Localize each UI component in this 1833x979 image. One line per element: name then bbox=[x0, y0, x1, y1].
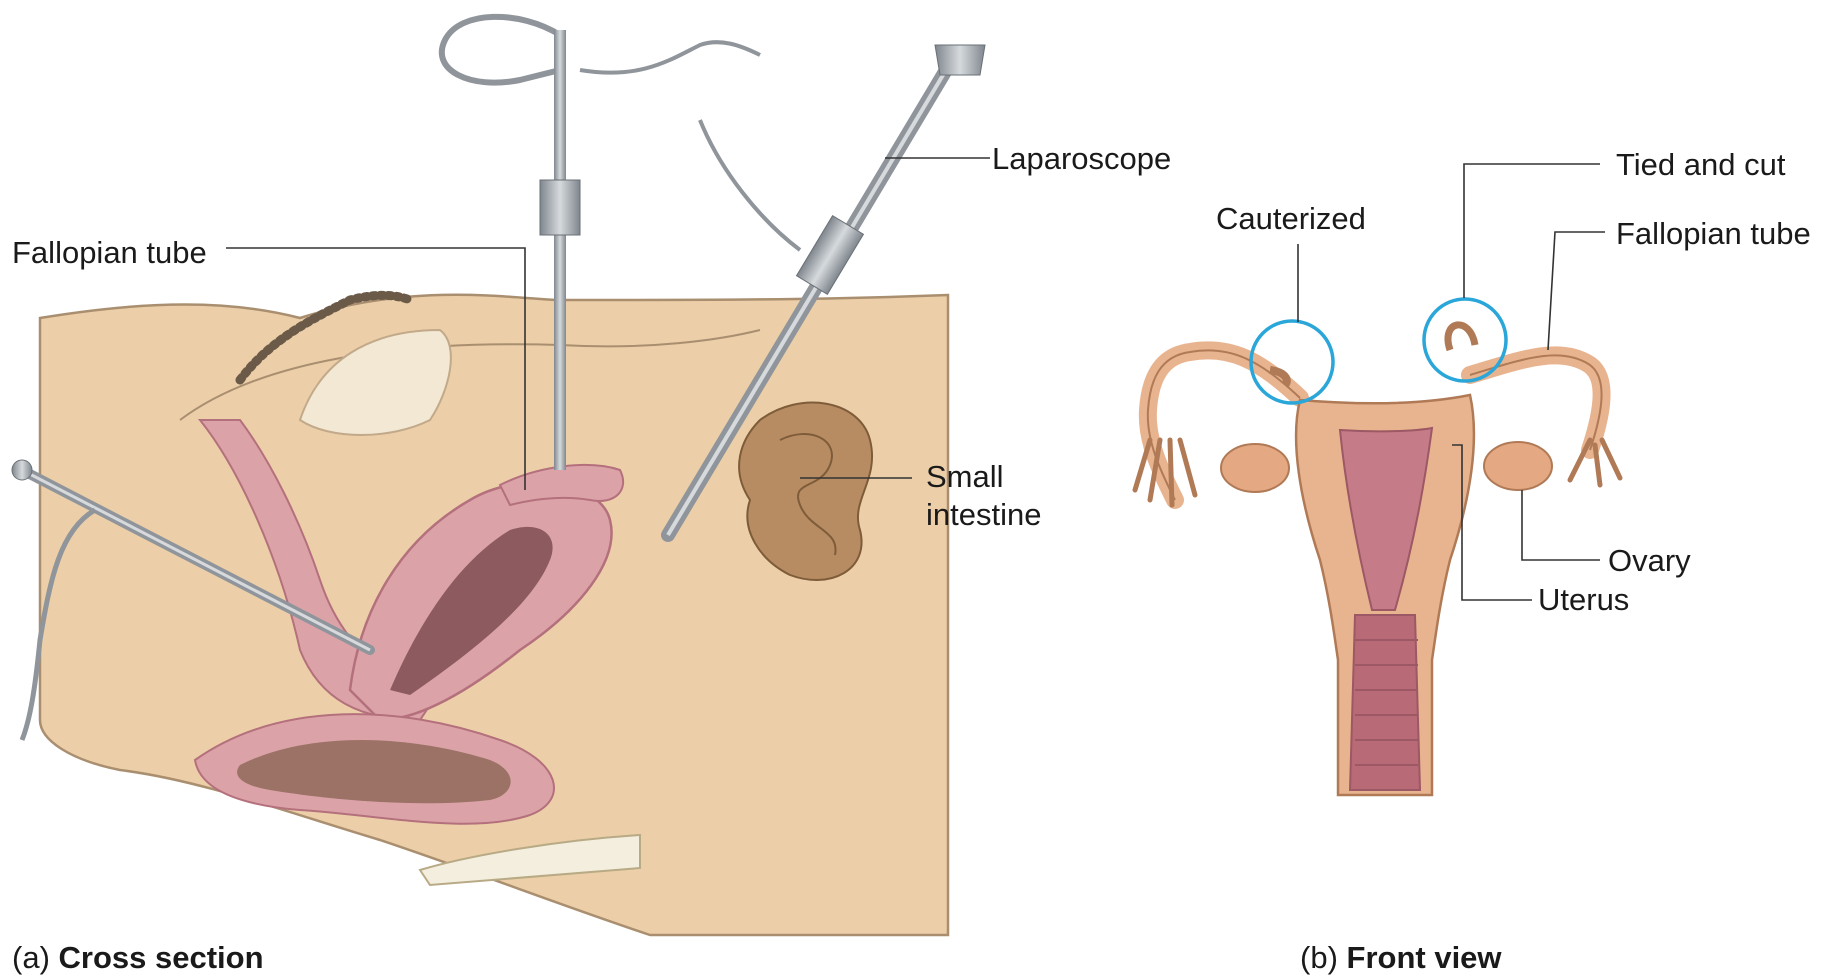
fallopian-tube-b-leader bbox=[1548, 232, 1605, 350]
caption-front-view: (b) Front view bbox=[1300, 940, 1502, 976]
cross-section-panel bbox=[12, 17, 990, 935]
label-uterus: Uterus bbox=[1538, 584, 1629, 615]
ovary-leader bbox=[1522, 490, 1600, 560]
front-view-panel bbox=[1135, 164, 1620, 795]
caption-cross-section: (a) Cross section bbox=[12, 940, 264, 976]
caption-b-prefix: (b) bbox=[1300, 940, 1338, 975]
forceps-shaft bbox=[554, 30, 566, 470]
forceps-cable bbox=[580, 42, 760, 73]
label-tied-and-cut: Tied and cut bbox=[1616, 149, 1785, 180]
caption-a-prefix: (a) bbox=[12, 940, 50, 975]
label-small-intestine-line2: intestine bbox=[926, 499, 1041, 530]
label-fallopian-tube-a: Fallopian tube bbox=[12, 237, 207, 268]
caption-b-title: Front view bbox=[1347, 940, 1502, 975]
label-cauterized: Cauterized bbox=[1216, 203, 1366, 234]
label-laparoscope: Laparoscope bbox=[992, 143, 1171, 174]
tied-and-cut-leader bbox=[1464, 164, 1600, 298]
forceps-sleeve bbox=[540, 180, 580, 235]
tied-loop bbox=[1448, 325, 1475, 350]
forceps-handle bbox=[442, 17, 560, 83]
left-ovary bbox=[1221, 444, 1289, 492]
label-fallopian-tube-b: Fallopian tube bbox=[1616, 218, 1811, 249]
caption-a-title: Cross section bbox=[59, 940, 264, 975]
label-small-intestine-line1: Small bbox=[926, 461, 1004, 492]
right-fimbriae bbox=[1570, 440, 1620, 485]
right-ovary bbox=[1484, 442, 1552, 490]
cervical-canal bbox=[1350, 615, 1420, 790]
label-ovary: Ovary bbox=[1608, 545, 1691, 576]
